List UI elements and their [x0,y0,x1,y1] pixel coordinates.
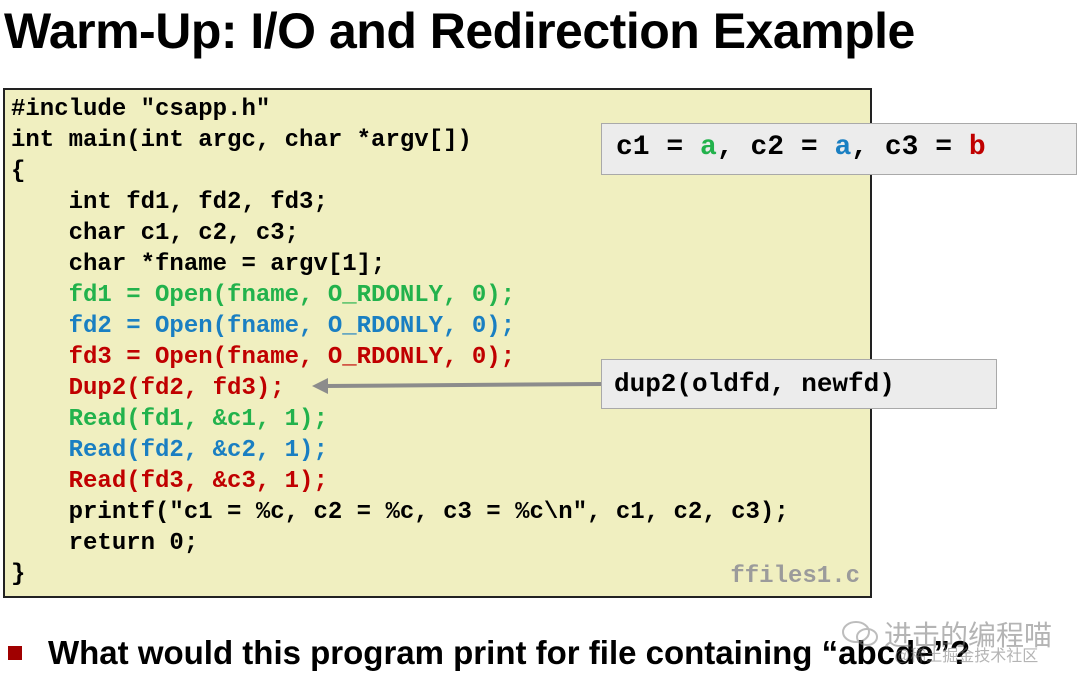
dup2-callout: dup2(oldfd, newfd) [601,359,997,409]
c2-label: c2 = [750,132,835,163]
separator: , [716,132,751,163]
code-line: { [11,158,26,185]
square-bullet-icon [8,646,22,660]
watermark-community: @稀土掘金技术社区 [894,648,1039,665]
code-line-dup2: Dup2(fd2, fd3); [11,375,285,402]
c2-value: a [834,132,852,163]
code-line: char c1, c2, c3; [11,220,300,247]
code-line: int fd1, fd2, fd3; [11,189,328,216]
code-filename: ffiles1.c [730,563,860,590]
code-block: #include "csapp.h" int main(int argc, cha… [11,94,789,590]
code-line: } [11,561,26,588]
watermark-channel-name: 进击的编程喵 [884,620,1053,651]
code-line-return: return 0; [11,530,199,557]
question-text: What would this program print for file c… [48,634,971,671]
code-line-read-fd1: Read(fd1, &c1, 1); [11,406,328,433]
separator: , [851,132,885,163]
output-callout: c1 = a, c2 = a, c3 = b [601,123,1077,175]
code-line-printf: printf("c1 = %c, c2 = %c, c3 = %c\n", c1… [11,499,789,526]
code-line-open-fd2: fd2 = Open(fname, O_RDONLY, 0); [11,313,516,340]
code-line-read-fd3: Read(fd3, &c3, 1); [11,468,328,495]
code-line: int main(int argc, char *argv[]) [11,127,472,154]
bullet-question-row: What would this program print for file c… [8,634,970,672]
code-line-open-fd1: fd1 = Open(fname, O_RDONLY, 0); [11,282,516,309]
code-line-read-fd2: Read(fd2, &c2, 1); [11,437,328,464]
chat-bubble-icon [842,621,878,646]
watermark: 进击的编程喵 @稀土掘金技术社区 [836,612,1076,672]
code-line: #include "csapp.h" [11,96,271,123]
c3-label: c3 = [884,132,969,163]
c1-value: a [700,132,717,163]
c3-value: b [968,132,986,163]
code-line-open-fd3: fd3 = Open(fname, O_RDONLY, 0); [11,344,516,371]
code-line: char *fname = argv[1]; [11,251,386,278]
slide-title: Warm-Up: I/O and Redirection Example [4,3,915,59]
c1-label: c1 = [616,132,701,163]
